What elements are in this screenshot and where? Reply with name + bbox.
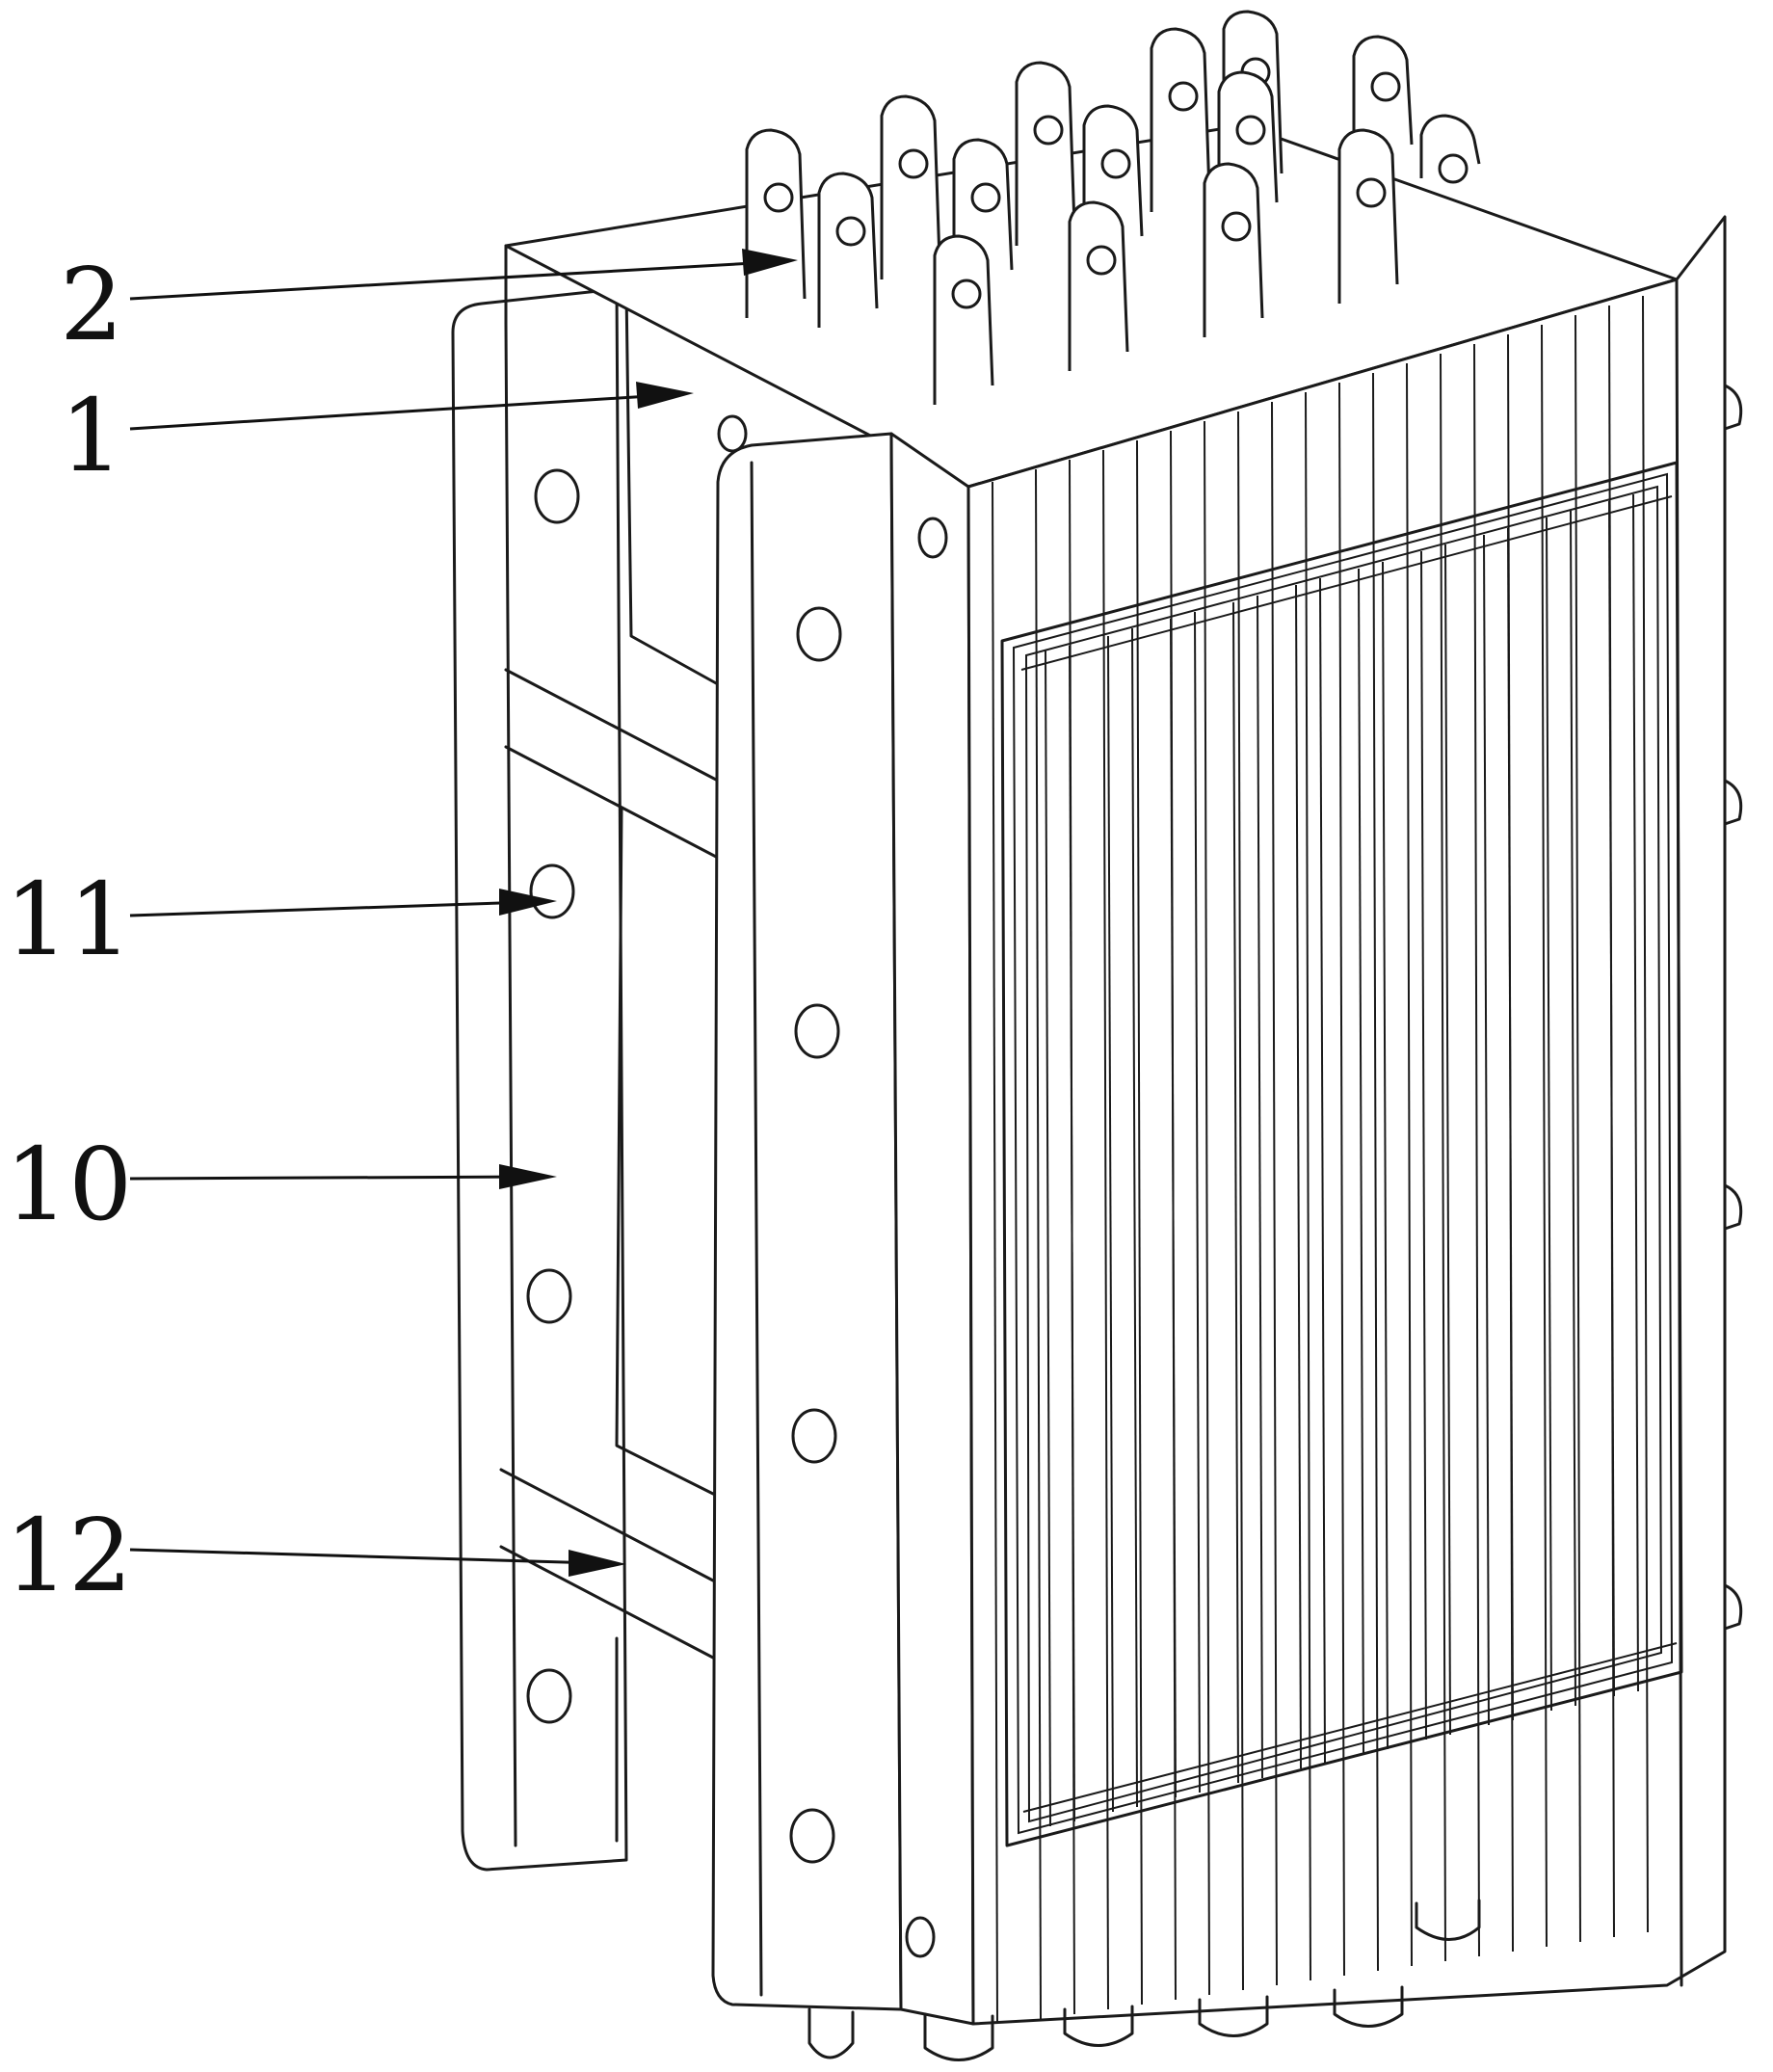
callout-leaders [129,249,798,1577]
stack-window [1000,461,1683,1847]
rear-end-plate [451,287,628,1872]
bottom-tabs [807,1899,1481,2061]
front-end-plate [711,432,975,2026]
cell-stack [966,215,1743,2026]
callout-12: 12 [5,1497,132,1614]
reference-numerals: 2 1 11 10 12 [5,246,132,1614]
callout-1: 1 [60,377,123,494]
callout-10: 10 [5,1126,132,1243]
side-bracket [499,287,720,1843]
top-terminals [745,10,1481,405]
callout-2: 2 [60,246,123,363]
callout-11: 11 [5,861,132,978]
